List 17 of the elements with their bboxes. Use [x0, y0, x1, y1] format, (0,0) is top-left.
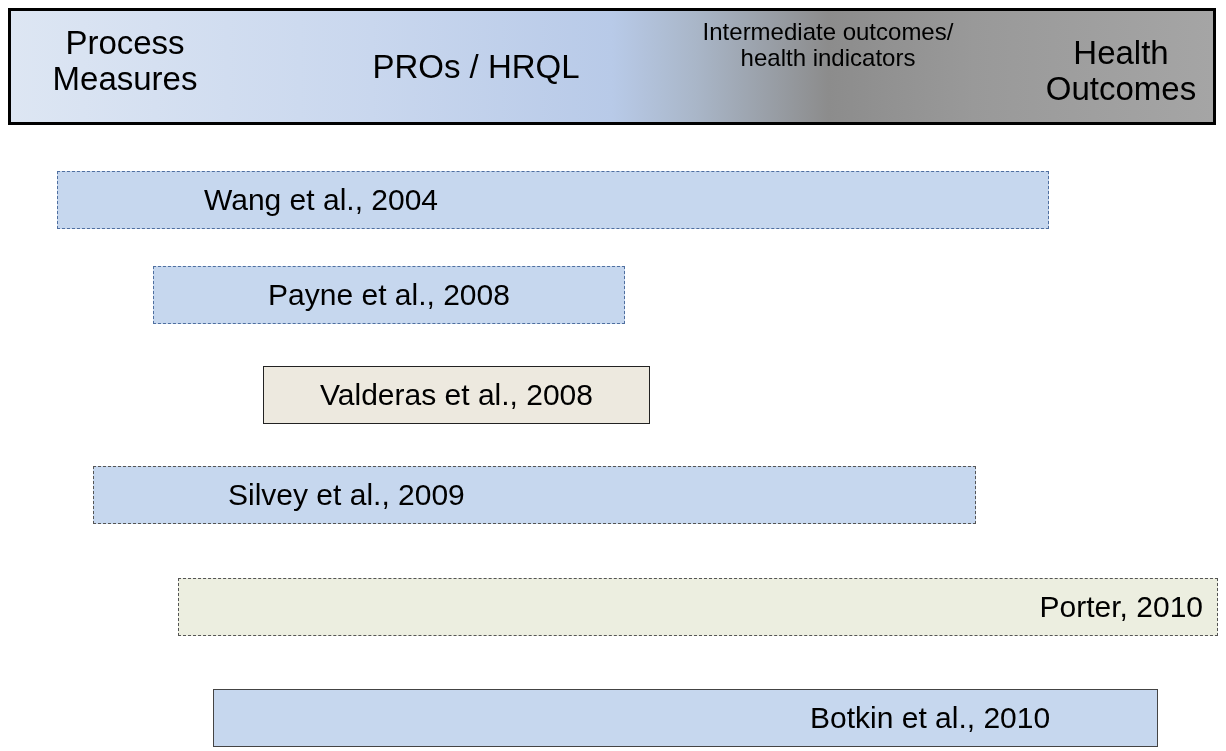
- timeline-bar: [93, 466, 976, 524]
- timeline-bar: [178, 578, 1218, 636]
- study-label: Porter, 2010: [1039, 590, 1203, 624]
- study-label: Wang et al., 2004: [204, 183, 439, 217]
- timeline-bar: [213, 689, 1158, 747]
- header-label: Intermediate outcomes/ health indicators: [701, 19, 955, 72]
- header-label: PROs / HRQL: [371, 49, 581, 86]
- timeline-bar: [153, 266, 625, 324]
- study-label: Valderas et al., 2008: [320, 378, 593, 412]
- study-label: Silvey et al., 2009: [228, 478, 465, 512]
- header-label: Process Measures: [51, 25, 199, 98]
- header-band: [8, 8, 1216, 125]
- timeline-bar: [57, 171, 1049, 229]
- header-label: Health Outcomes: [1044, 35, 1198, 108]
- study-label: Botkin et al., 2010: [810, 701, 1051, 735]
- timeline-bar: [263, 366, 650, 424]
- study-label: Payne et al., 2008: [268, 278, 510, 312]
